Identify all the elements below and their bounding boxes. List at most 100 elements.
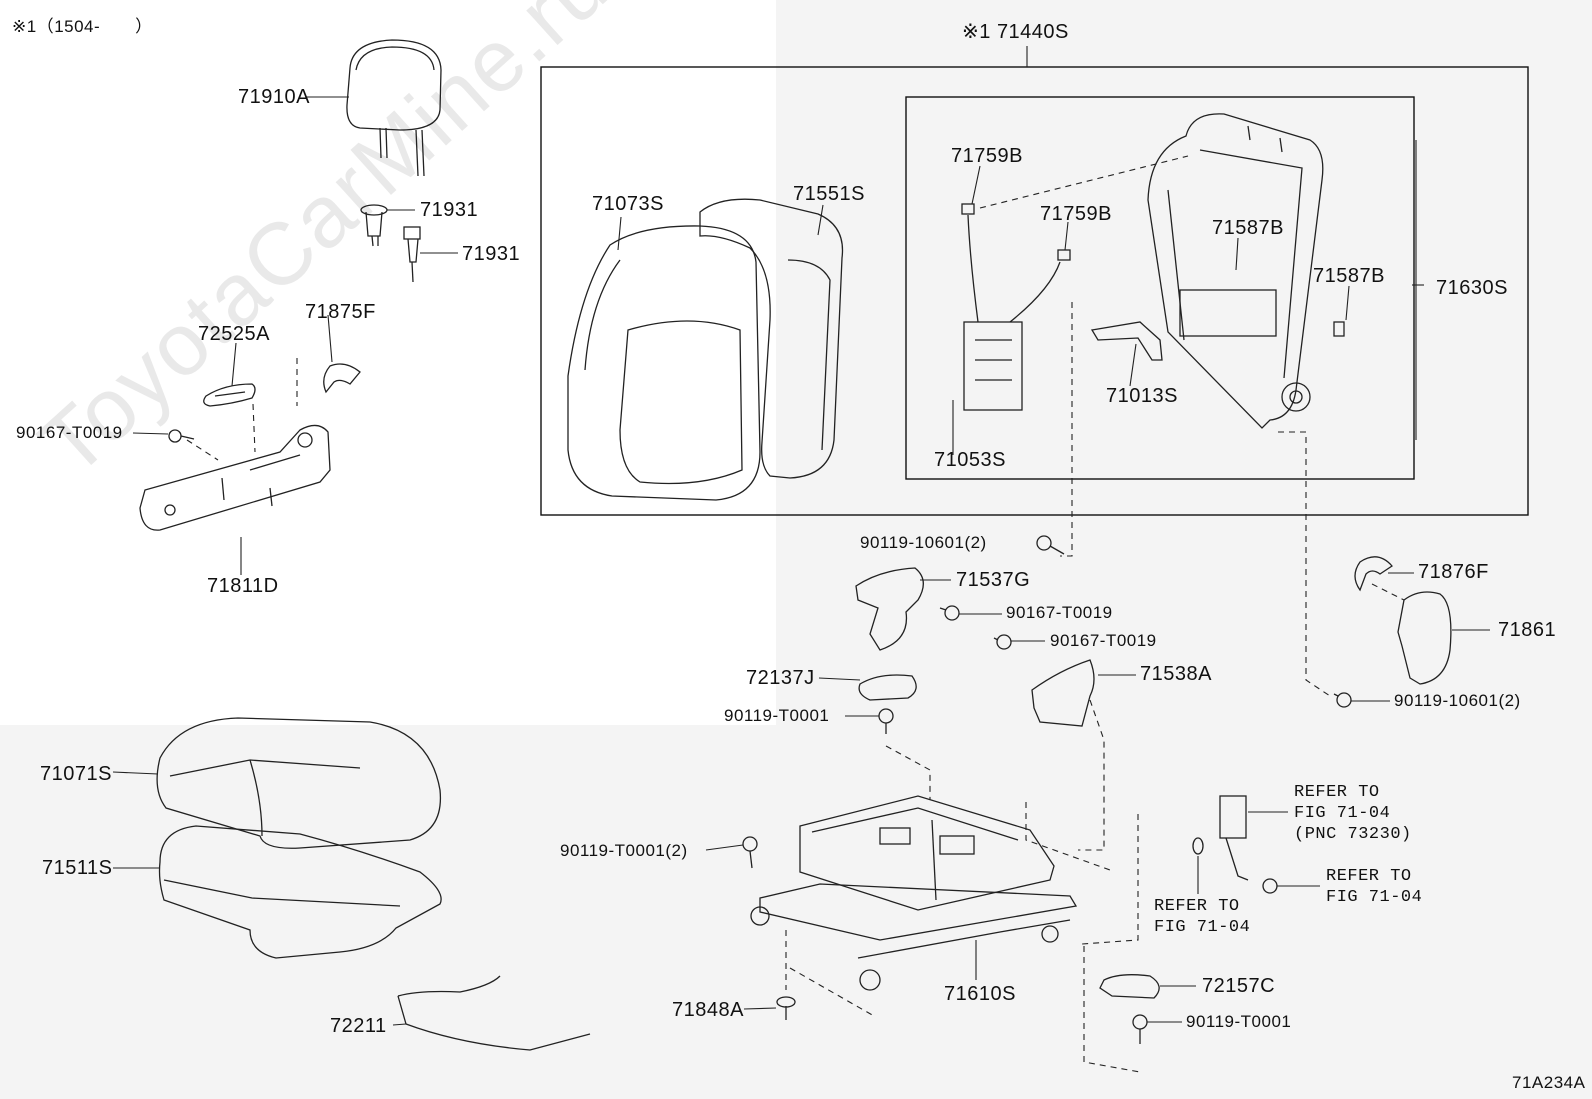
- recliner-cover-cap: [1354, 556, 1393, 592]
- part-71861[interactable]: 71861: [1498, 619, 1557, 641]
- part-71073S[interactable]: 71073S: [592, 193, 664, 215]
- part-71071S[interactable]: 71071S: [40, 763, 112, 785]
- seat-cushion-pad: [158, 825, 442, 959]
- part-71910A[interactable]: 71910A: [238, 86, 310, 108]
- dash-clip-frame: [979, 155, 1189, 209]
- leader-71587B-a: [1235, 237, 1239, 271]
- refer-to-fig-right[interactable]: REFER TO FIG 71-04: [1326, 867, 1423, 907]
- dash-track-rear: [1025, 802, 1111, 871]
- leader-90167-left: [132, 432, 169, 435]
- leader-72137J: [818, 677, 861, 681]
- screw-right: [1333, 692, 1352, 708]
- group-label-71440S: ※1 71440S: [962, 21, 1069, 43]
- track-cover-rear: [1099, 974, 1160, 999]
- part-71538A[interactable]: 71538A: [1140, 663, 1212, 685]
- dash-right-screw: [1278, 431, 1331, 697]
- leader-71587B-b: [1345, 285, 1350, 321]
- seatback-pad: [699, 198, 844, 479]
- part-90119-10601-right[interactable]: 90119-10601(2): [1394, 691, 1521, 710]
- headrest-support-2: [403, 226, 421, 283]
- headrest-support-1: [360, 204, 388, 247]
- part-71811D[interactable]: 71811D: [207, 575, 279, 597]
- dash-72137J: [885, 745, 931, 800]
- part-71013S[interactable]: 71013S: [1106, 385, 1178, 407]
- part-72211[interactable]: 72211: [330, 1015, 387, 1037]
- dash-mid-screw: [1060, 302, 1073, 557]
- leader-71848A: [743, 1007, 777, 1010]
- part-71511S[interactable]: 71511S: [42, 857, 113, 879]
- part-71931-b[interactable]: 71931: [462, 243, 521, 265]
- dash-knob: [252, 403, 256, 453]
- diagram-code: 71A234A: [1512, 1073, 1586, 1092]
- leader-71071S: [112, 771, 159, 775]
- seatback-frame-subgroup: [905, 96, 1415, 480]
- part-90119-10601-mid[interactable]: 90119-10601(2): [860, 533, 987, 552]
- screw-mid-top: [1036, 535, 1065, 555]
- screw-left: [168, 429, 195, 443]
- screw-mid-2: [993, 634, 1012, 650]
- part-71053S[interactable]: 71053S: [934, 449, 1006, 471]
- part-71876F[interactable]: 71876F: [1418, 561, 1489, 583]
- part-71630S[interactable]: 71630S: [1436, 277, 1508, 299]
- part-72525A[interactable]: 72525A: [198, 323, 270, 345]
- part-71931-a[interactable]: 71931: [420, 199, 479, 221]
- part-71587B-a[interactable]: 71587B: [1212, 217, 1284, 239]
- shaded-region-right: [776, 0, 1592, 1099]
- refer-to-fig-pnc[interactable]: REFER TO FIG 71-04 (PNC 73230): [1294, 783, 1412, 844]
- part-90167-T0019-left[interactable]: 90167-T0019: [16, 423, 123, 442]
- leader-71759B-a: [971, 165, 981, 205]
- part-71848A[interactable]: 71848A: [672, 999, 744, 1021]
- dash-refer-left: [1081, 814, 1139, 945]
- washer-small: [1192, 837, 1204, 855]
- seat-track-assembly: [750, 795, 1078, 991]
- part-71759B-a[interactable]: 71759B: [951, 145, 1023, 167]
- leader-71073S: [617, 216, 622, 251]
- recliner-cover-panel: [139, 424, 331, 531]
- seatback-frame: [1147, 113, 1324, 429]
- seat-wire-harness: [397, 975, 591, 1051]
- hinge-cover-outer: [1031, 659, 1095, 727]
- hinge-cover-inner: [855, 567, 924, 651]
- part-71875F[interactable]: 71875F: [305, 301, 376, 323]
- part-90119-T0001-b[interactable]: 90119-T0001: [1186, 1012, 1292, 1031]
- part-90119-T0001-2[interactable]: 90119-T0001(2): [560, 841, 688, 860]
- header-note: ※1（1504- ）: [12, 17, 153, 36]
- seat-cushion-cover: [156, 717, 442, 849]
- part-71610S[interactable]: 71610S: [944, 983, 1016, 1005]
- leader-72525A: [231, 342, 237, 387]
- leader-71551S: [817, 204, 824, 236]
- track-cover-front: [858, 674, 917, 701]
- shaded-region-left: [0, 725, 780, 1099]
- part-90167-T0019-mid1[interactable]: 90167-T0019: [1006, 603, 1113, 622]
- part-71587B-b[interactable]: 71587B: [1313, 265, 1385, 287]
- lumbar-support: [961, 203, 1071, 411]
- part-72137J[interactable]: 72137J: [746, 667, 815, 689]
- part-71537G[interactable]: 71537G: [956, 569, 1031, 591]
- refer-to-fig-left[interactable]: REFER TO FIG 71-04: [1154, 897, 1251, 937]
- leader-72211: [392, 1023, 407, 1026]
- headrest: [346, 39, 442, 177]
- part-90167-T0019-mid2[interactable]: 90167-T0019: [1050, 631, 1157, 650]
- leader-71013S: [1129, 343, 1137, 387]
- part-71551S[interactable]: 71551S: [793, 183, 865, 205]
- recliner-cover-outer: [1397, 591, 1452, 685]
- dash-track-front: [789, 967, 875, 1017]
- leader-90119-T0001-2: [705, 844, 744, 851]
- dash-71538A: [1078, 699, 1105, 851]
- bolt-track-left: [742, 836, 758, 869]
- frame-clip: [1333, 321, 1345, 337]
- frame-bracket-71013S: [1090, 321, 1163, 361]
- recliner-cover-small: [323, 363, 361, 394]
- screw-mid-1: [939, 605, 960, 621]
- seat-belt-buckle: [1219, 795, 1249, 881]
- leader-71759B-b: [1064, 221, 1069, 251]
- seatback-assembly-frame: [540, 66, 1529, 516]
- dash-72157C: [1083, 946, 1141, 1073]
- dash-left-screw: [186, 439, 219, 461]
- part-72157C[interactable]: 72157C: [1202, 975, 1276, 997]
- track-stopper: [776, 996, 796, 1020]
- part-90119-T0001-a[interactable]: 90119-T0001: [724, 706, 830, 725]
- part-71759B-b[interactable]: 71759B: [1040, 203, 1112, 225]
- leader-71875F: [327, 314, 333, 363]
